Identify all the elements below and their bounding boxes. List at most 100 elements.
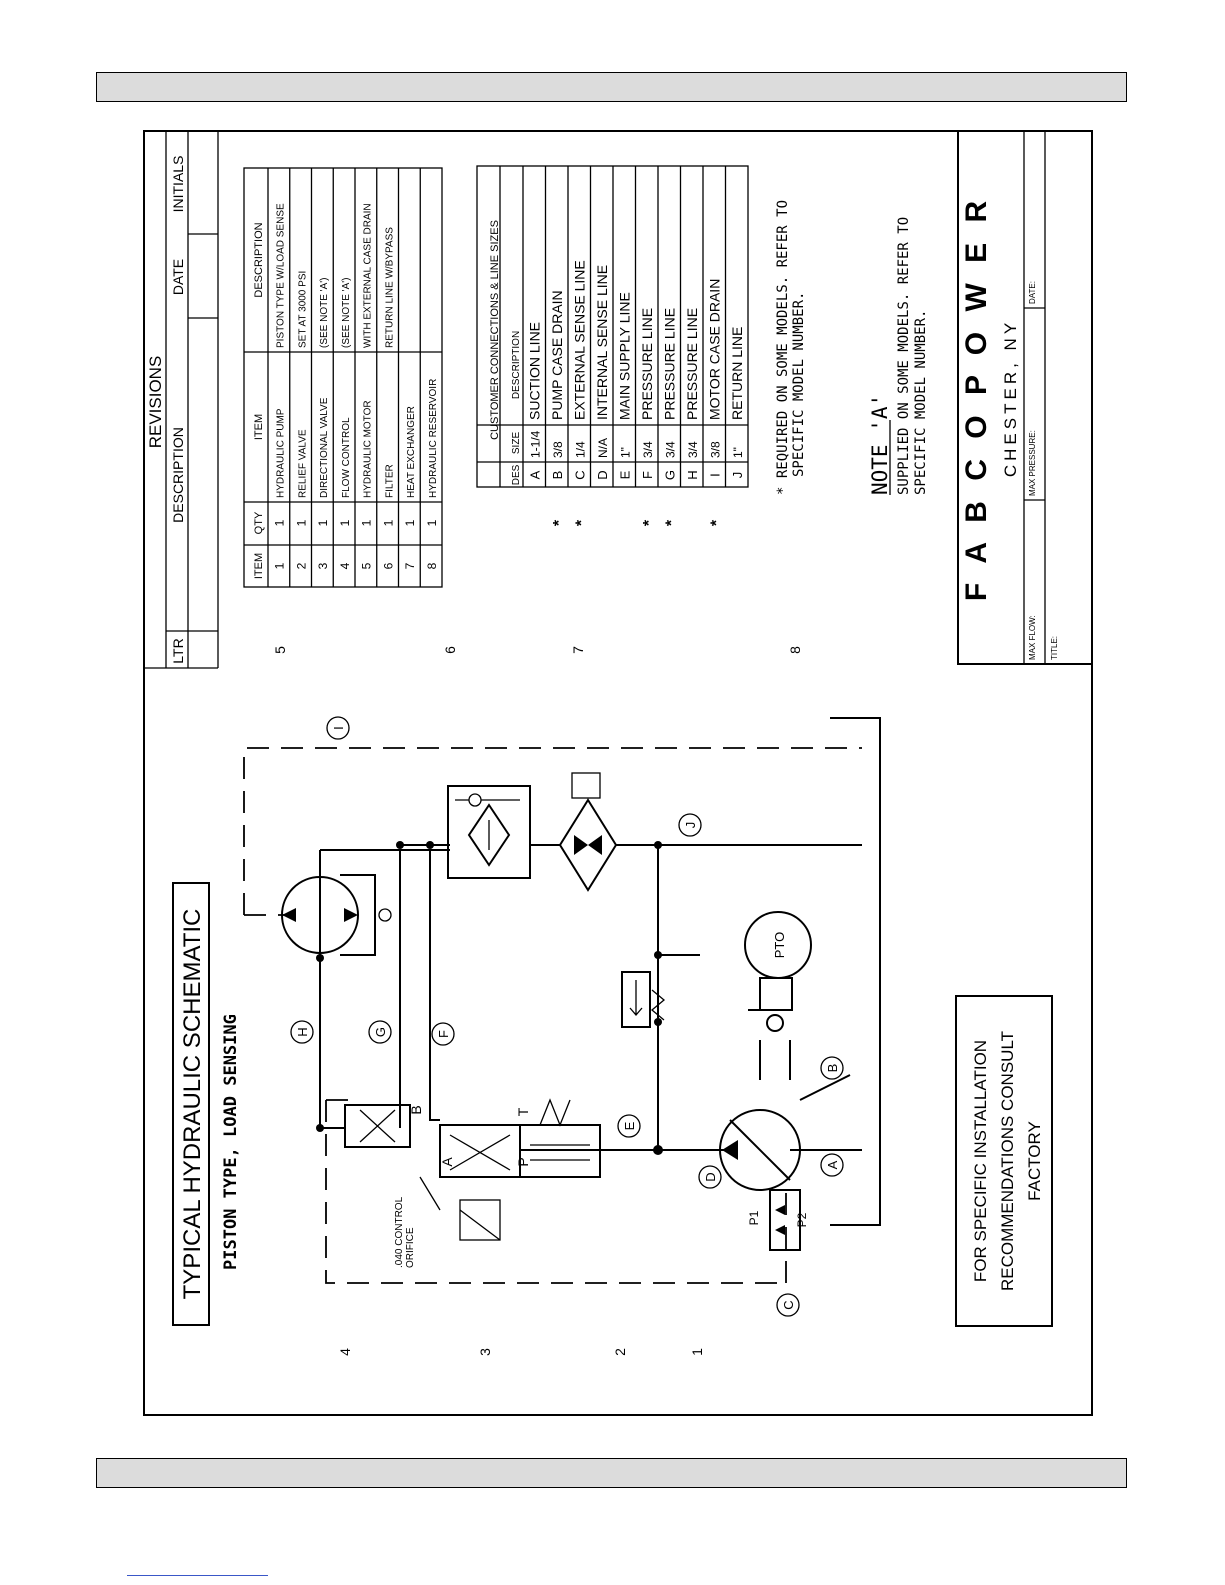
drawing-border bbox=[143, 130, 1093, 1416]
grid-number: 6 bbox=[442, 646, 458, 654]
connection-row-des: B bbox=[550, 471, 565, 480]
note-a-line-1: SUPPLIED ON SOME MODELS. REFER TO bbox=[896, 217, 912, 495]
line-marker-circle bbox=[820, 1056, 844, 1080]
parts-row-qty: 1 bbox=[294, 519, 308, 526]
line-marker-label: D bbox=[703, 1172, 718, 1181]
parts-row-description: (SEE NOTE 'A') bbox=[341, 278, 352, 349]
connections-heading: CUSTOMER CONNECTIONS & LINE SIZES bbox=[489, 220, 501, 440]
connection-row-size: 1-1/4 bbox=[529, 430, 543, 458]
connection-row-description: PUMP CASE DRAIN bbox=[549, 290, 565, 420]
note-a-line-2: SPECIFIC MODEL NUMBER. bbox=[913, 310, 929, 495]
revisions-block: REVISIONS LTR DESCRIPTION DATE INITIALS bbox=[144, 131, 219, 669]
parts-row-description: (SEE NOTE 'A') bbox=[319, 278, 330, 349]
company-location: CHESTER, NY bbox=[1001, 319, 1020, 477]
install-note-line-1: FOR SPECIFIC INSTALLATION bbox=[971, 1040, 990, 1282]
line-marker-circle bbox=[820, 1153, 844, 1177]
port-t-label: T bbox=[515, 1107, 531, 1116]
connections-col-size: SIZE bbox=[511, 432, 522, 455]
parts-row-description: WITH EXTERNAL CASE DRAIN bbox=[363, 203, 374, 348]
line-marker-label: A bbox=[825, 1160, 840, 1169]
schematic-subtitle: PISTON TYPE, LOAD SENSING bbox=[221, 1014, 241, 1270]
revisions-col-ltr: LTR bbox=[170, 638, 186, 663]
install-note-box bbox=[955, 995, 1053, 1327]
connection-row-des: J bbox=[730, 472, 745, 479]
parts-col-qty: QTY bbox=[253, 511, 265, 534]
parts-row-qty: 1 bbox=[403, 519, 417, 526]
parts-row-item: HEAT EXCHANGER bbox=[406, 406, 417, 498]
orifice-label-1: .040 CONTROL bbox=[394, 1196, 405, 1268]
port-a-label: A bbox=[439, 1157, 455, 1167]
connection-row-des: A bbox=[528, 470, 543, 479]
line-marker-circle bbox=[368, 1020, 392, 1044]
max-pressure-label: MAX PRESSURE: bbox=[1028, 430, 1037, 496]
connection-row-size: 3/8 bbox=[709, 441, 723, 458]
line-marker-label: G bbox=[373, 1027, 388, 1037]
grid-number: 3 bbox=[477, 1348, 493, 1356]
note-a-heading: NOTE 'A' bbox=[868, 394, 892, 495]
line-marker-circle bbox=[698, 1165, 722, 1189]
parts-row-item-no: 7 bbox=[403, 562, 417, 569]
port-p1-label: P1 bbox=[747, 1210, 761, 1225]
install-note-line-3: FACTORY bbox=[1025, 1121, 1044, 1201]
connection-row-required-asterisk: * bbox=[709, 519, 726, 526]
connection-row-des: F bbox=[640, 471, 655, 479]
connection-row-des: G bbox=[663, 470, 678, 480]
parts-row-item: RELIEF VALVE bbox=[297, 429, 308, 498]
parts-row-item: HYDRAULIC RESERVOIR bbox=[428, 379, 439, 498]
parts-col-description: DESCRIPTION bbox=[253, 222, 265, 297]
connection-row-size: 3/8 bbox=[551, 441, 565, 458]
connections-table: CUSTOMER CONNECTIONS & LINE SIZES DES SI… bbox=[476, 165, 749, 526]
connection-row-size: N/A bbox=[596, 438, 610, 458]
revisions-col-initials: INITIALS bbox=[170, 156, 186, 213]
parts-row-qty: 1 bbox=[316, 519, 330, 526]
filter bbox=[447, 785, 531, 879]
line-marker-label: B bbox=[825, 1064, 840, 1073]
grid-number: 7 bbox=[570, 646, 586, 654]
title-box bbox=[172, 882, 210, 1326]
schematic-title: TYPICAL HYDRAULIC SCHEMATIC bbox=[179, 909, 206, 1300]
line-marker-circle bbox=[776, 1293, 800, 1317]
port-p2-label: P2 bbox=[795, 1212, 809, 1227]
line-marker-label: J bbox=[683, 822, 698, 829]
parts-row-item: FILTER bbox=[384, 464, 395, 498]
connection-row-size: 1" bbox=[619, 447, 633, 458]
parts-row-description: RETURN LINE W/BYPASS bbox=[384, 227, 395, 348]
parts-row-item-no: 6 bbox=[381, 562, 395, 569]
parts-row-qty: 1 bbox=[338, 519, 352, 526]
connection-row-required-asterisk: * bbox=[641, 519, 658, 526]
flow-control bbox=[344, 1104, 411, 1148]
connection-row-des: D bbox=[595, 470, 610, 479]
connection-row-description: PRESSURE LINE bbox=[662, 308, 678, 420]
relief-valve bbox=[621, 971, 651, 1028]
connection-row-description: RETURN LINE bbox=[729, 327, 745, 420]
connection-row-size: 3/4 bbox=[641, 441, 655, 458]
heat-exchanger bbox=[558, 798, 618, 892]
grid-number: 1 bbox=[689, 1348, 705, 1356]
schematic: PTO .040 CONTROL ORIFICE A B P T P1 P2 A… bbox=[243, 646, 881, 1356]
connection-row-required-asterisk: * bbox=[551, 519, 568, 526]
parts-row-description: PISTON TYPE W/LOAD SENSE bbox=[276, 203, 287, 348]
parts-row-item-no: 8 bbox=[425, 562, 439, 569]
connection-row-des: E bbox=[618, 470, 633, 479]
install-note-line-2: RECOMMENDATIONS CONSULT bbox=[998, 1031, 1017, 1291]
line-marker-label: C bbox=[781, 1300, 796, 1309]
line-marker-label: F bbox=[436, 1030, 451, 1038]
grid-number: 5 bbox=[272, 646, 288, 654]
pto-label: PTO bbox=[772, 932, 787, 959]
connections-col-description: DESCRIPTION bbox=[511, 331, 522, 399]
connection-row-description: SUCTION LINE bbox=[527, 322, 543, 420]
line-marker-circle bbox=[290, 1020, 314, 1044]
line-marker-circle bbox=[678, 813, 702, 837]
connection-row-required-asterisk: * bbox=[664, 519, 681, 526]
revisions-heading: REVISIONS bbox=[146, 356, 165, 449]
parts-row-item: HYDRAULIC PUMP bbox=[276, 408, 287, 498]
parts-row-item: FLOW CONTROL bbox=[341, 417, 352, 498]
company-name: F A B C O P O W E R bbox=[960, 195, 993, 601]
grid-number: 2 bbox=[612, 1348, 628, 1356]
title-label: TITLE: bbox=[1050, 636, 1059, 660]
line-marker-circle bbox=[326, 716, 350, 740]
asterisk-note-line-1: * REQUIRED ON SOME MODELS. REFER TO bbox=[775, 200, 791, 495]
hydraulic-pump bbox=[719, 1109, 801, 1191]
